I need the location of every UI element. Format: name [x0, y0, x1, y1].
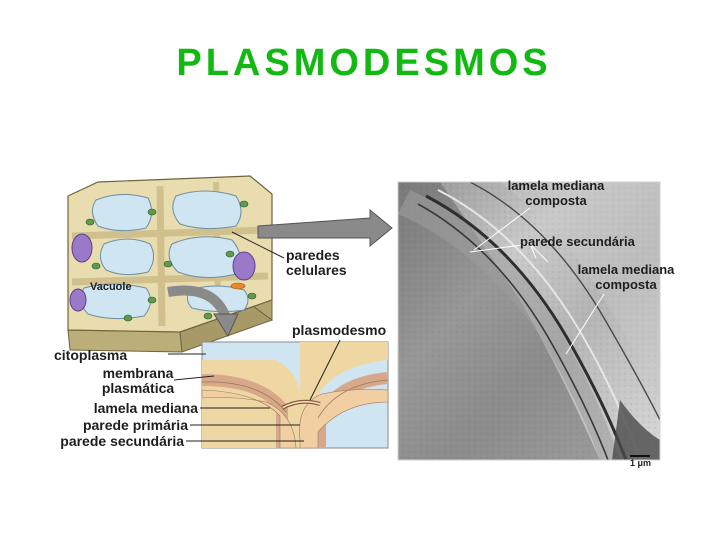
plasmodesma-detail: [201, 341, 389, 449]
label-citoplasma: citoplasma: [54, 347, 128, 363]
label-micro-lamela-mediana-right-line-1: lamela mediana: [577, 262, 675, 277]
label-paredes-celulares: paredes celulares: [286, 248, 347, 278]
label-micro-lamela-mediana-top: lamela mediana composta: [492, 178, 620, 208]
label-micro-lamela-mediana-right-line-2: composta: [595, 277, 657, 292]
label-micro-lamela-mediana-right: lamela mediana composta: [560, 262, 692, 292]
paredes-celulares-pointer: [231, 231, 285, 259]
label-parede-primaria: parede primária: [82, 417, 188, 433]
label-micro-lamela-mediana-top-line-2: composta: [525, 193, 587, 208]
detail-pointers: [168, 339, 341, 442]
scale-bar-label: 1 μm: [630, 458, 652, 468]
label-paredes-celulares-line-1: paredes: [286, 247, 340, 263]
label-membrana-plasmatica-line-2: plasmática: [101, 380, 175, 396]
label-micro-lamela-mediana-top-line-1: lamela mediana: [507, 178, 605, 193]
micrograph-pointers: [469, 207, 605, 355]
arrow-to-detail: [167, 285, 239, 338]
micrograph-frame: [397, 181, 661, 461]
label-paredes-celulares-line-2: celulares: [286, 262, 347, 278]
label-micro-parede-secundaria: parede secundária: [520, 234, 635, 249]
cell-tissue-block: [67, 174, 273, 353]
label-vacuole: Vacuole: [90, 281, 132, 293]
electron-micrograph: [398, 182, 660, 460]
label-plasmodesmo: plasmodesmo: [292, 322, 387, 338]
label-parede-secundaria: parede secundária: [60, 433, 184, 449]
label-membrana-plasmatica-line-1: membrana: [102, 365, 174, 381]
page-title: PLASMODESMOS: [176, 42, 552, 84]
arrow-to-micrograph: [257, 208, 393, 248]
label-lamela-mediana: lamela mediana: [93, 400, 198, 416]
label-membrana-plasmatica: membrana plasmática: [98, 366, 178, 396]
